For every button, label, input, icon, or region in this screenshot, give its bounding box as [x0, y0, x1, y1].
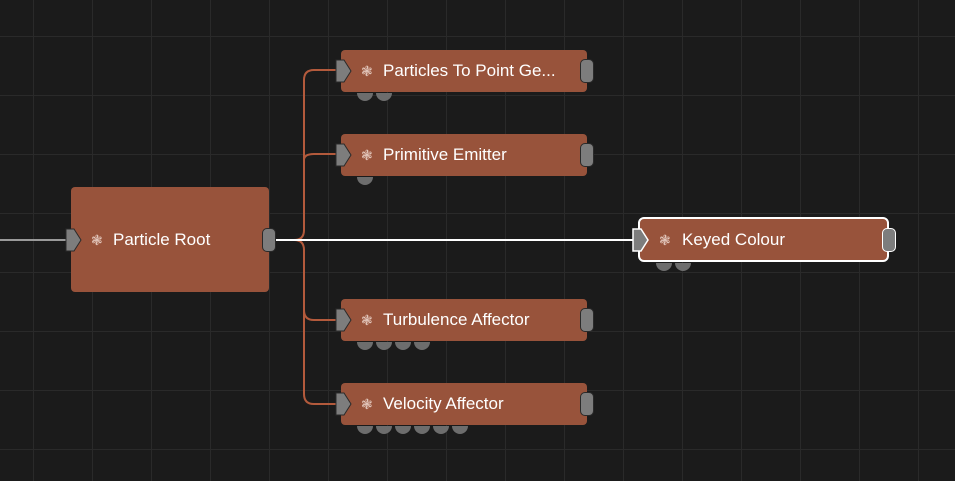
input-port[interactable]: [631, 227, 649, 252]
parameter-port[interactable]: [414, 342, 430, 350]
gear-icon: ❃: [361, 63, 373, 79]
parameter-port[interactable]: [376, 93, 392, 101]
output-port[interactable]: [882, 227, 896, 252]
gear-icon: ❃: [361, 396, 373, 412]
node-label: Primitive Emitter: [383, 145, 507, 164]
parameter-port[interactable]: [414, 426, 430, 434]
parameter-port[interactable]: [452, 426, 468, 434]
parameter-port[interactable]: [656, 263, 672, 271]
output-port[interactable]: [580, 59, 594, 83]
input-port[interactable]: [334, 59, 352, 83]
gear-icon: ❃: [91, 231, 103, 248]
wire-root-to-velocity-affector: [303, 310, 336, 405]
node-label: Particle Root: [113, 229, 211, 249]
node-label: Velocity Affector: [383, 394, 504, 413]
gear-icon: ❃: [361, 312, 373, 328]
node-label: Particles To Point Ge...: [383, 61, 556, 80]
parameter-ports: [656, 255, 691, 271]
parameter-port[interactable]: [395, 342, 411, 350]
parameter-port[interactable]: [675, 263, 691, 271]
parameter-port[interactable]: [376, 426, 392, 434]
parameter-port[interactable]: [433, 426, 449, 434]
node-particle-root[interactable]: ❃ Particle Root: [65, 187, 276, 292]
input-port[interactable]: [334, 143, 352, 167]
output-port[interactable]: [262, 227, 276, 252]
parameter-port[interactable]: [357, 93, 373, 101]
output-port[interactable]: [580, 143, 594, 167]
parameter-ports: [357, 169, 373, 185]
output-port[interactable]: [580, 308, 594, 332]
node-particles-to-point-gen[interactable]: ❃ Particles To Point Ge...: [335, 50, 594, 101]
gear-icon: ❃: [361, 147, 373, 163]
parameter-ports: [357, 418, 468, 434]
node-primitive-emitter[interactable]: ❃ Primitive Emitter: [335, 134, 594, 185]
parameter-port[interactable]: [376, 342, 392, 350]
gear-icon: ❃: [659, 231, 671, 248]
parameter-ports: [357, 334, 430, 350]
node-velocity-affector[interactable]: ❃ Velocity Affector: [335, 383, 594, 434]
parameter-port[interactable]: [357, 342, 373, 350]
output-port[interactable]: [580, 392, 594, 416]
parameter-port[interactable]: [357, 177, 373, 185]
node-label: Turbulence Affector: [383, 310, 530, 329]
input-port[interactable]: [334, 308, 352, 332]
parameter-ports: [357, 85, 392, 101]
parameter-port[interactable]: [395, 426, 411, 434]
wire-root-to-primitive-emitter: [303, 153, 336, 161]
wire-root-to-turbulence-affector: [293, 239, 336, 321]
node-turbulence-affector[interactable]: ❃ Turbulence Affector: [335, 299, 594, 350]
node-keyed-colour[interactable]: ❃ Keyed Colour: [632, 217, 896, 271]
input-port[interactable]: [64, 228, 82, 252]
node-label: Keyed Colour: [682, 229, 786, 249]
input-port[interactable]: [334, 392, 352, 416]
parameter-port[interactable]: [357, 426, 373, 434]
